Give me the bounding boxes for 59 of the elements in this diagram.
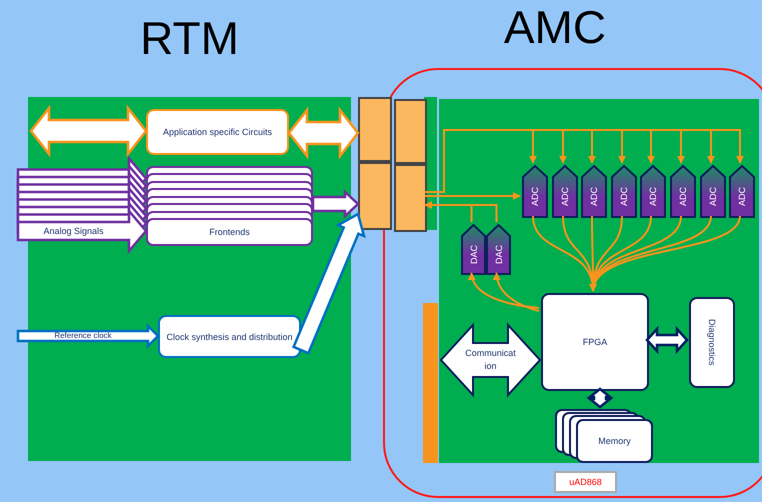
arrow [591,216,741,292]
node-label: ADC [648,186,658,206]
process-box [541,293,649,391]
block-arrow [16,322,160,350]
process-box [146,109,289,155]
block-arrow [287,106,360,160]
chip-block [729,165,755,218]
node-label: uAD868 [569,477,602,487]
node-label: ADC [708,186,718,206]
chip-block [552,165,578,218]
circuit-board [439,99,759,463]
node-label: ADC [678,186,688,206]
board-heading: RTM [139,15,240,61]
process-box [158,315,301,358]
block-arrow [16,208,148,254]
node-label: ADC [560,186,570,206]
node-label: ADC [737,186,747,206]
chip-block [522,165,548,218]
process-box [689,297,735,388]
node-label: ADC [619,186,629,206]
connector-block [394,99,427,164]
node-label: Memory [598,436,631,446]
board-heading: AMC [502,4,608,50]
node-label: Communication [464,347,516,373]
arrow [425,192,521,200]
connector-block [358,162,392,230]
node-label: ADC [589,186,599,206]
tag-box [554,471,617,493]
stacked-box [146,166,313,246]
chip-block [640,165,666,218]
chip-block [581,165,607,218]
chip-block [611,165,637,218]
arrow [493,272,540,312]
connector-block [394,164,427,232]
double-arrow-shape [440,324,541,396]
chip-block [461,224,486,275]
chip-block [486,224,511,275]
node-label: DAC [494,244,504,264]
arrow [468,272,540,309]
edge-connector-bar [423,303,438,463]
node-label: DAC [468,244,478,264]
chip-block [700,165,726,218]
block-arrow [312,189,360,219]
node-label: ADC [530,186,540,206]
node-label: FPGA [582,337,608,347]
block-arrow [29,104,148,158]
block-arrow [586,387,614,409]
chip-block [670,165,696,218]
node-label: Application specific Circuits [162,127,272,137]
block-arrow [645,326,689,354]
stacked-box [555,409,653,463]
block-arrow [292,212,366,355]
edge-label: Analog Signals [42,225,105,237]
arrow [424,201,498,222]
node-label: Diagnostics [707,319,717,366]
connector-block [358,97,392,162]
edge-label: Reference clock [53,330,113,342]
node-label: Clock synthesis and distribution [166,332,293,342]
node-label: Frontends [209,227,250,237]
